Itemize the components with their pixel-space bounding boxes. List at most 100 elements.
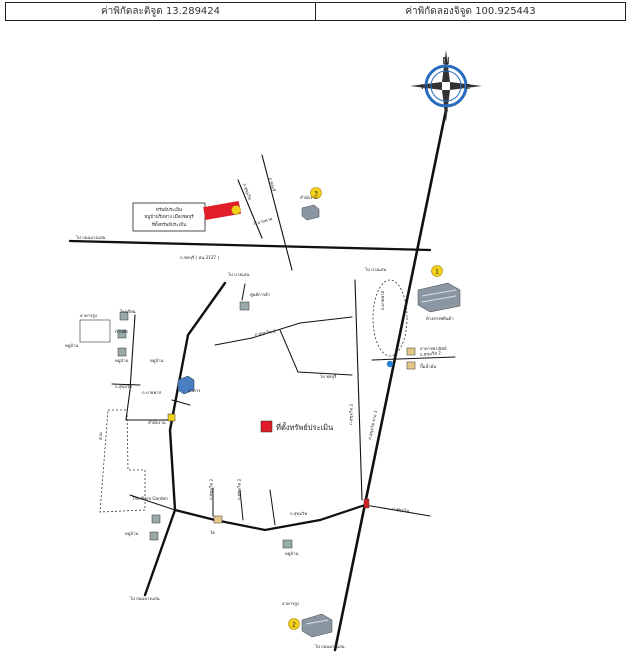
building-small-10 bbox=[406, 361, 416, 370]
lbl-road-p: ถ.สุขุมวิท 2 bbox=[236, 478, 243, 500]
building-small-11 bbox=[167, 413, 176, 422]
lbl-road-d: ถ.บายพาส bbox=[253, 216, 273, 226]
lbl-place-1: ศูนย์การค้า bbox=[250, 292, 270, 298]
lbl-place-6: หมู่บ้าน bbox=[115, 358, 129, 364]
compass-s: S bbox=[444, 106, 449, 114]
south-road bbox=[173, 503, 367, 532]
lbl-place-17: อาคาร bbox=[188, 388, 201, 393]
subject-marker bbox=[231, 205, 241, 215]
marker-3 bbox=[310, 187, 322, 199]
lbl-road-n: ถ.สุขุมวิท bbox=[392, 506, 410, 514]
road-north-branch bbox=[354, 279, 363, 501]
callout-box bbox=[132, 202, 206, 232]
compass-ring-inner bbox=[430, 70, 462, 102]
lbl-place-5: หมู่บ้าน bbox=[65, 343, 79, 349]
west-road bbox=[143, 281, 227, 597]
lbl-road-m: ถ.สุขุมวิท 2 bbox=[348, 403, 355, 425]
lbl-place-9: หมู่บ้าน bbox=[125, 531, 139, 537]
building-large-east bbox=[417, 282, 461, 313]
building-north bbox=[301, 204, 320, 221]
lbl-place-11: หมู่บ้าน bbox=[285, 551, 299, 557]
building-blue bbox=[177, 375, 195, 395]
lbl-place-10: วัด bbox=[210, 530, 215, 535]
legend: ที่ตั้งทรัพย์ประเมิน bbox=[260, 420, 333, 433]
marker-1-label: 1 bbox=[435, 269, 439, 276]
lbl-road-j: ไป ชลบุรี bbox=[319, 373, 337, 380]
dashed-areas bbox=[99, 279, 408, 513]
building-small-2 bbox=[119, 311, 129, 321]
dashed-ellipse bbox=[372, 279, 408, 357]
lbl-place-12: ห้างสรรพสินค้า bbox=[426, 316, 454, 321]
lbl-road-q: ไป ถนนบางแสน bbox=[314, 643, 345, 649]
lbl-place-3: อาคารสูง bbox=[80, 313, 97, 319]
side-road-3 bbox=[239, 489, 244, 521]
lbl-place-13: อาคารพาณิชย์ bbox=[420, 346, 447, 351]
water-icon bbox=[386, 360, 394, 368]
lbl-road-l: ไป ถนนบางแสน bbox=[129, 595, 160, 601]
building-large-south bbox=[301, 613, 333, 638]
coordinate-table: ค่าพิกัดละติจูด 13.289424 ค่าพิกัดลองจิจ… bbox=[5, 2, 626, 21]
longitude-cell: ค่าพิกัดลองจิจูด 100.925443 bbox=[315, 3, 625, 20]
compass: N S E W bbox=[410, 50, 482, 122]
building-compound bbox=[79, 319, 111, 343]
lbl-road-a: ถ.ชลบุรี bbox=[267, 177, 277, 193]
building-small-8 bbox=[213, 515, 223, 524]
dashed-field bbox=[99, 409, 146, 513]
lbl-place-7: หมู่บ้าน bbox=[150, 358, 164, 364]
lbl-road-s: ถ.สุขุมวิท bbox=[290, 511, 307, 517]
lbl-road-t: ถ.บายพาส bbox=[142, 390, 161, 395]
lbl-place-8: The Nara Garden bbox=[131, 496, 168, 501]
building-small-3 bbox=[117, 329, 127, 339]
lbl-road-c: ถ.ชลบุรี ( หน.3137 ) bbox=[180, 255, 219, 261]
lbl-road-u: ถ.บายพาส bbox=[380, 291, 385, 310]
compass-w: W bbox=[421, 83, 428, 91]
roads bbox=[68, 108, 456, 652]
latitude-cell: ค่าพิกัดละติจูด 13.289424 bbox=[100, 6, 221, 17]
lbl-road-g: ไป บางแสน bbox=[227, 271, 249, 277]
marker-2 bbox=[288, 618, 300, 630]
west-village-road-2 bbox=[111, 383, 141, 386]
signal-light bbox=[363, 498, 370, 509]
middle-road-2 bbox=[279, 329, 353, 376]
road-northeast-side bbox=[371, 356, 456, 361]
lbl-road-f: ถ.สุขุมวิท 2 bbox=[420, 350, 442, 358]
lbl-road-b: ถ.สุขุมวิท bbox=[241, 183, 253, 201]
lbl-place-2: โรงเรียน bbox=[120, 309, 136, 314]
lbl-road-i: ถ.สุขุมวิท 2 bbox=[254, 328, 276, 338]
building-small-9 bbox=[406, 347, 416, 356]
lbl-road-k: ไป ถนนบางแสน bbox=[75, 234, 106, 240]
subject-callout: ทรัพย์ประเมิน หมู่บ้านริมทาง เมืองชลบุรี… bbox=[132, 200, 241, 232]
west-village-road bbox=[125, 314, 171, 421]
main-highway bbox=[333, 108, 448, 652]
building-small-5 bbox=[151, 514, 161, 524]
building-small-1 bbox=[239, 301, 250, 311]
side-road-1 bbox=[241, 283, 246, 301]
lbl-place-19: สวน bbox=[98, 432, 103, 440]
marker-2-label: 2 bbox=[292, 622, 296, 629]
compass-e: E bbox=[466, 83, 470, 91]
map-labels: ถ.ชลบุรี ( หน.3137 ) ไป ถนนบางแสน ไป บาง… bbox=[65, 177, 454, 649]
lbl-road-e: ถ.สุขุมวิท สาย 1 bbox=[367, 410, 379, 441]
marker-3-label: 3 bbox=[314, 191, 318, 198]
lbl-place-16: ปั๊มน้ำมัน bbox=[420, 363, 436, 369]
lbl-place-14: อาคารสูง bbox=[282, 601, 299, 607]
building-small-4 bbox=[117, 347, 127, 357]
numbered-markers: 1 2 3 bbox=[288, 187, 443, 630]
lbl-road-h: ไป บางแสน bbox=[364, 266, 386, 272]
buildings bbox=[79, 204, 461, 638]
building-small-6 bbox=[149, 531, 159, 541]
north-diagonal-road-2 bbox=[237, 179, 263, 239]
lbl-place-15: สำนักงาน bbox=[300, 195, 318, 200]
callout-line-2: หมู่บ้านริมทาง เมืองชลบุรี bbox=[144, 213, 194, 220]
north-diagonal-road bbox=[261, 154, 293, 271]
lbl-place-4: บ้านพัก bbox=[115, 329, 129, 334]
subject-parcel bbox=[203, 200, 241, 221]
middle-road bbox=[214, 316, 353, 346]
road-east-branch bbox=[364, 504, 431, 517]
callout-line-1: ทรัพย์ประเมิน bbox=[156, 206, 182, 213]
bypass-road-2 bbox=[171, 399, 191, 406]
legend-swatch bbox=[260, 420, 273, 433]
legend-label: ที่ตั้งทรัพย์ประเมิน bbox=[276, 422, 333, 432]
lbl-road-r: ถ.สุขุมวิท bbox=[115, 384, 132, 390]
